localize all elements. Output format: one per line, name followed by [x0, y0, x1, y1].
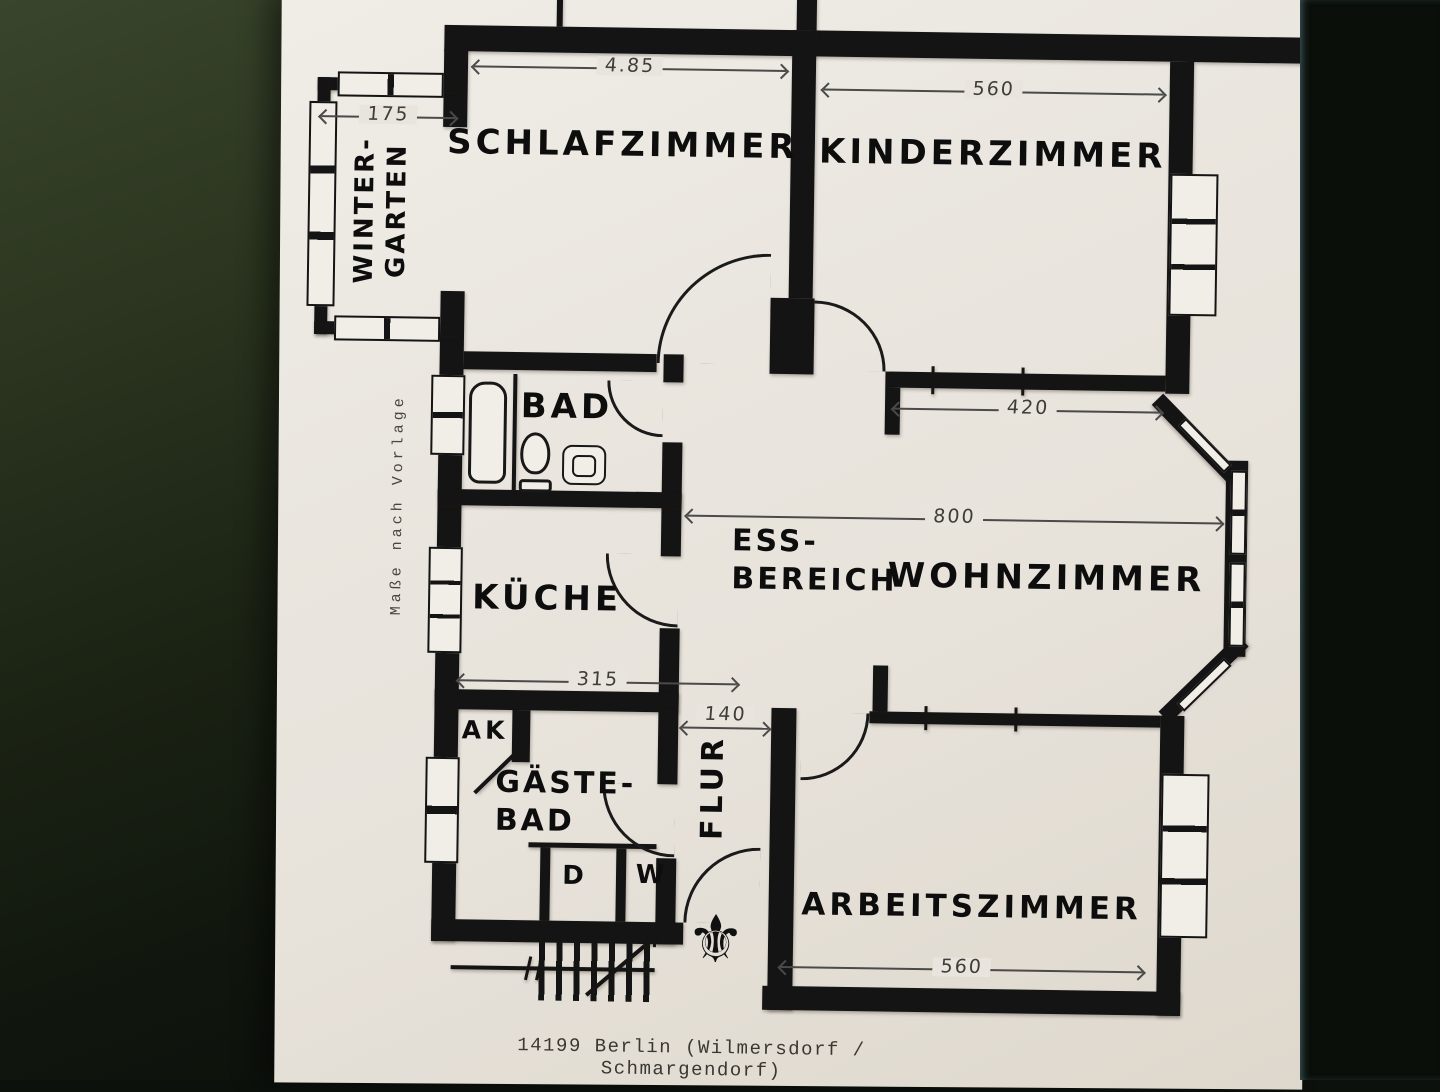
wall-tick: [924, 706, 928, 731]
floorplan-paper: ⚜ SCHLAFZIMMER KINDERZIMMER BAD KÜCHE ES…: [274, 0, 1347, 1090]
dim-schlafzimmer-width: 4.85: [473, 54, 786, 77]
room-label-kueche: KÜCHE: [471, 577, 623, 620]
wintergarten-window-top: [337, 71, 444, 98]
photo-background-left: [0, 0, 292, 1080]
divider-door-post: [769, 297, 815, 375]
wc-partition: [615, 848, 627, 922]
bad-window: [430, 374, 466, 456]
dim-label: 140: [695, 703, 756, 725]
wohnzimmer-stub-bottom: [872, 665, 889, 712]
wintergarten-window-bottom: [333, 315, 441, 342]
party-wall-extension: [796, 0, 818, 31]
kinder-wohnzimmer-wall: [885, 371, 1166, 392]
dim-arbeitszimmer-width: 560: [780, 955, 1143, 978]
kueche-south-wall: [434, 688, 679, 713]
arbeitszimmer-window: [1159, 773, 1210, 939]
bathtub-icon: [467, 381, 508, 484]
room-label-wintergarten-lines: WINTER- GARTEN: [347, 136, 414, 284]
bay-window-middle-1: [1229, 470, 1248, 555]
dim-wohnzimmer-upper-width: 420: [893, 396, 1161, 419]
room-label-wintergarten: WINTER- GARTEN: [310, 136, 452, 284]
dim-label: 315: [567, 668, 628, 691]
dim-label: 175: [358, 103, 419, 125]
flur-left-wall-a: [657, 708, 679, 785]
room-label-gaestebad-line1: GÄSTE-: [495, 764, 637, 802]
dim-label: 4.85: [596, 54, 664, 77]
side-note: Maße nach Vorlage: [387, 394, 409, 616]
toilet-icon: [519, 432, 551, 475]
room-label-ak: AK: [461, 715, 509, 745]
photo-background-right: [1300, 0, 1440, 1080]
address-caption: 14199 Berlin (Wilmersdorf / Schmargendor…: [517, 1034, 866, 1083]
gaestebad-window: [424, 756, 460, 864]
room-label-essbereich: ESS- BEREICH: [731, 522, 898, 599]
room-label-wintergarten-line1: WINTER-: [348, 135, 381, 284]
wall-tick: [1014, 707, 1018, 732]
room-label-flur: FLUR: [694, 733, 732, 841]
wall-tick: [1021, 367, 1025, 396]
bay-window-middle-2: [1228, 562, 1246, 647]
dim-flur-width: 140: [682, 703, 769, 730]
schlafzimmer-door-arc: [656, 252, 772, 365]
dim-label: 800: [924, 505, 985, 528]
room-label-essbereich-line1: ESS-: [731, 523, 820, 560]
dim-kueche-width: 315: [458, 668, 737, 691]
kinderzimmer-door-arc: [813, 300, 887, 372]
room-label-bad: BAD: [520, 386, 614, 428]
sink-basin-icon: [571, 454, 597, 478]
room-label-kinderzimmer: KINDERZIMMER: [818, 131, 1167, 177]
bad-south-wall: [437, 488, 682, 509]
bad-fixture-partition: [511, 373, 518, 491]
kinderzimmer-window: [1168, 173, 1219, 317]
top-wall: [444, 24, 1347, 65]
dim-label: 560: [931, 955, 992, 978]
dim-label: 420: [997, 396, 1058, 419]
room-label-gaestebad-line2: BAD: [494, 802, 576, 839]
arbeitszimmer-bottom-wall: [762, 985, 1181, 1016]
shower-partition: [539, 847, 551, 921]
schlafzimmer-south-wall: [463, 351, 657, 373]
dim-label: 560: [963, 78, 1024, 100]
room-label-arbeitszimmer: ARBEITSZIMMER: [801, 886, 1143, 928]
entrance-marker-icon: ⚜: [685, 900, 746, 979]
room-label-wintergarten-line2: GARTEN: [380, 142, 413, 279]
top-edge-line: [556, 0, 564, 27]
toilet-tank-icon: [518, 479, 552, 493]
dim-wintergarten-width: 175: [321, 103, 456, 125]
room-label-dusche: D: [561, 860, 589, 892]
bay-window-upper: [1177, 417, 1232, 473]
room-label-essbereich-line2: BEREICH: [731, 560, 898, 599]
room-label-wohnzimmer: WOHNZIMMER: [887, 555, 1206, 601]
wall-tick: [931, 366, 935, 395]
bad-door-arc: [606, 380, 664, 438]
room-label-wc: W: [635, 859, 669, 891]
room-label-schlafzimmer: SCHLAFZIMMER: [446, 121, 799, 168]
ak-right-wall: [511, 710, 531, 763]
dim-kinderzimmer-width: 560: [823, 78, 1164, 100]
kueche-window: [427, 546, 463, 654]
stair-arrow-head: [640, 931, 657, 948]
room-label-gaestebad: GÄSTE- BAD: [495, 764, 637, 841]
arbeitszimmer-door-arc: [800, 712, 870, 782]
